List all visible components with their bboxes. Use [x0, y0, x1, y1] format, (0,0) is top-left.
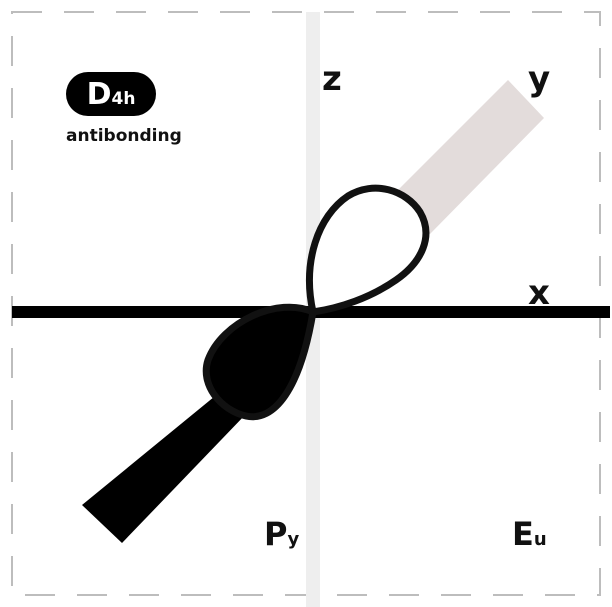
y-axis-label: y: [528, 62, 550, 96]
irrep-sub: u: [534, 529, 547, 550]
y-axis-negative-wedge: [82, 392, 246, 543]
orbital-name-main: P: [264, 515, 287, 553]
x-axis-label: x: [528, 276, 550, 310]
lobe-negative-filled: [206, 307, 313, 417]
z-axis-label: z: [322, 62, 342, 96]
irrep-main: E: [512, 515, 534, 553]
irrep-label: Eu: [512, 518, 547, 550]
orbital-name-sub: y: [287, 529, 299, 550]
symmetry-group-main: D: [87, 77, 112, 112]
lobe-positive-open: [310, 188, 426, 312]
orbital-name-label: Py: [264, 518, 299, 550]
orbital-type-label: antibonding: [66, 128, 182, 145]
symmetry-group-sub: 4h: [111, 89, 135, 109]
